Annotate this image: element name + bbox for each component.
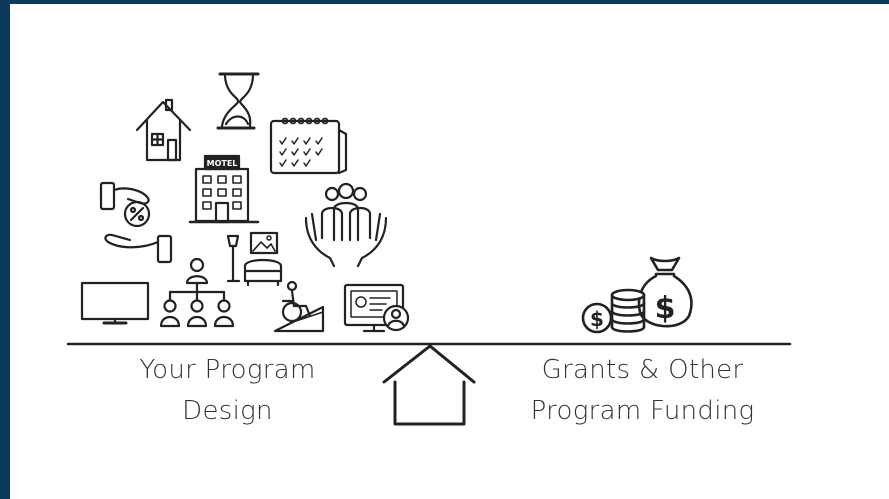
hourglass-icon (216, 72, 260, 130)
program-design-line1: Your Program (139, 355, 316, 385)
program-design-label: Your Program Design (110, 350, 345, 432)
funding-label: Grants & Other Program Funding (500, 350, 785, 432)
program-design-line2: Design (182, 396, 273, 426)
wheelchair-ramp-icon (273, 280, 325, 333)
slide-panel (10, 4, 889, 499)
community-hands-icon (304, 182, 388, 268)
org-chart-icon (159, 257, 235, 328)
fulcrum-icon (382, 344, 476, 426)
house-icon (135, 98, 192, 162)
motel-sign-text: MOTEL (207, 159, 238, 168)
svg-text:$: $ (655, 291, 676, 326)
television-icon (80, 281, 150, 325)
funding-line1: Grants & Other (541, 355, 744, 385)
computer-user-icon (343, 283, 410, 333)
furniture-icon (226, 231, 283, 287)
funding-line2: Program Funding (530, 396, 755, 426)
motel-icon: MOTEL (188, 154, 260, 224)
money-bag-coins-icon: $ $ (581, 256, 693, 334)
calendar-icon (269, 117, 348, 175)
percent-hand-icon (99, 181, 173, 264)
svg-text:$: $ (590, 307, 604, 331)
